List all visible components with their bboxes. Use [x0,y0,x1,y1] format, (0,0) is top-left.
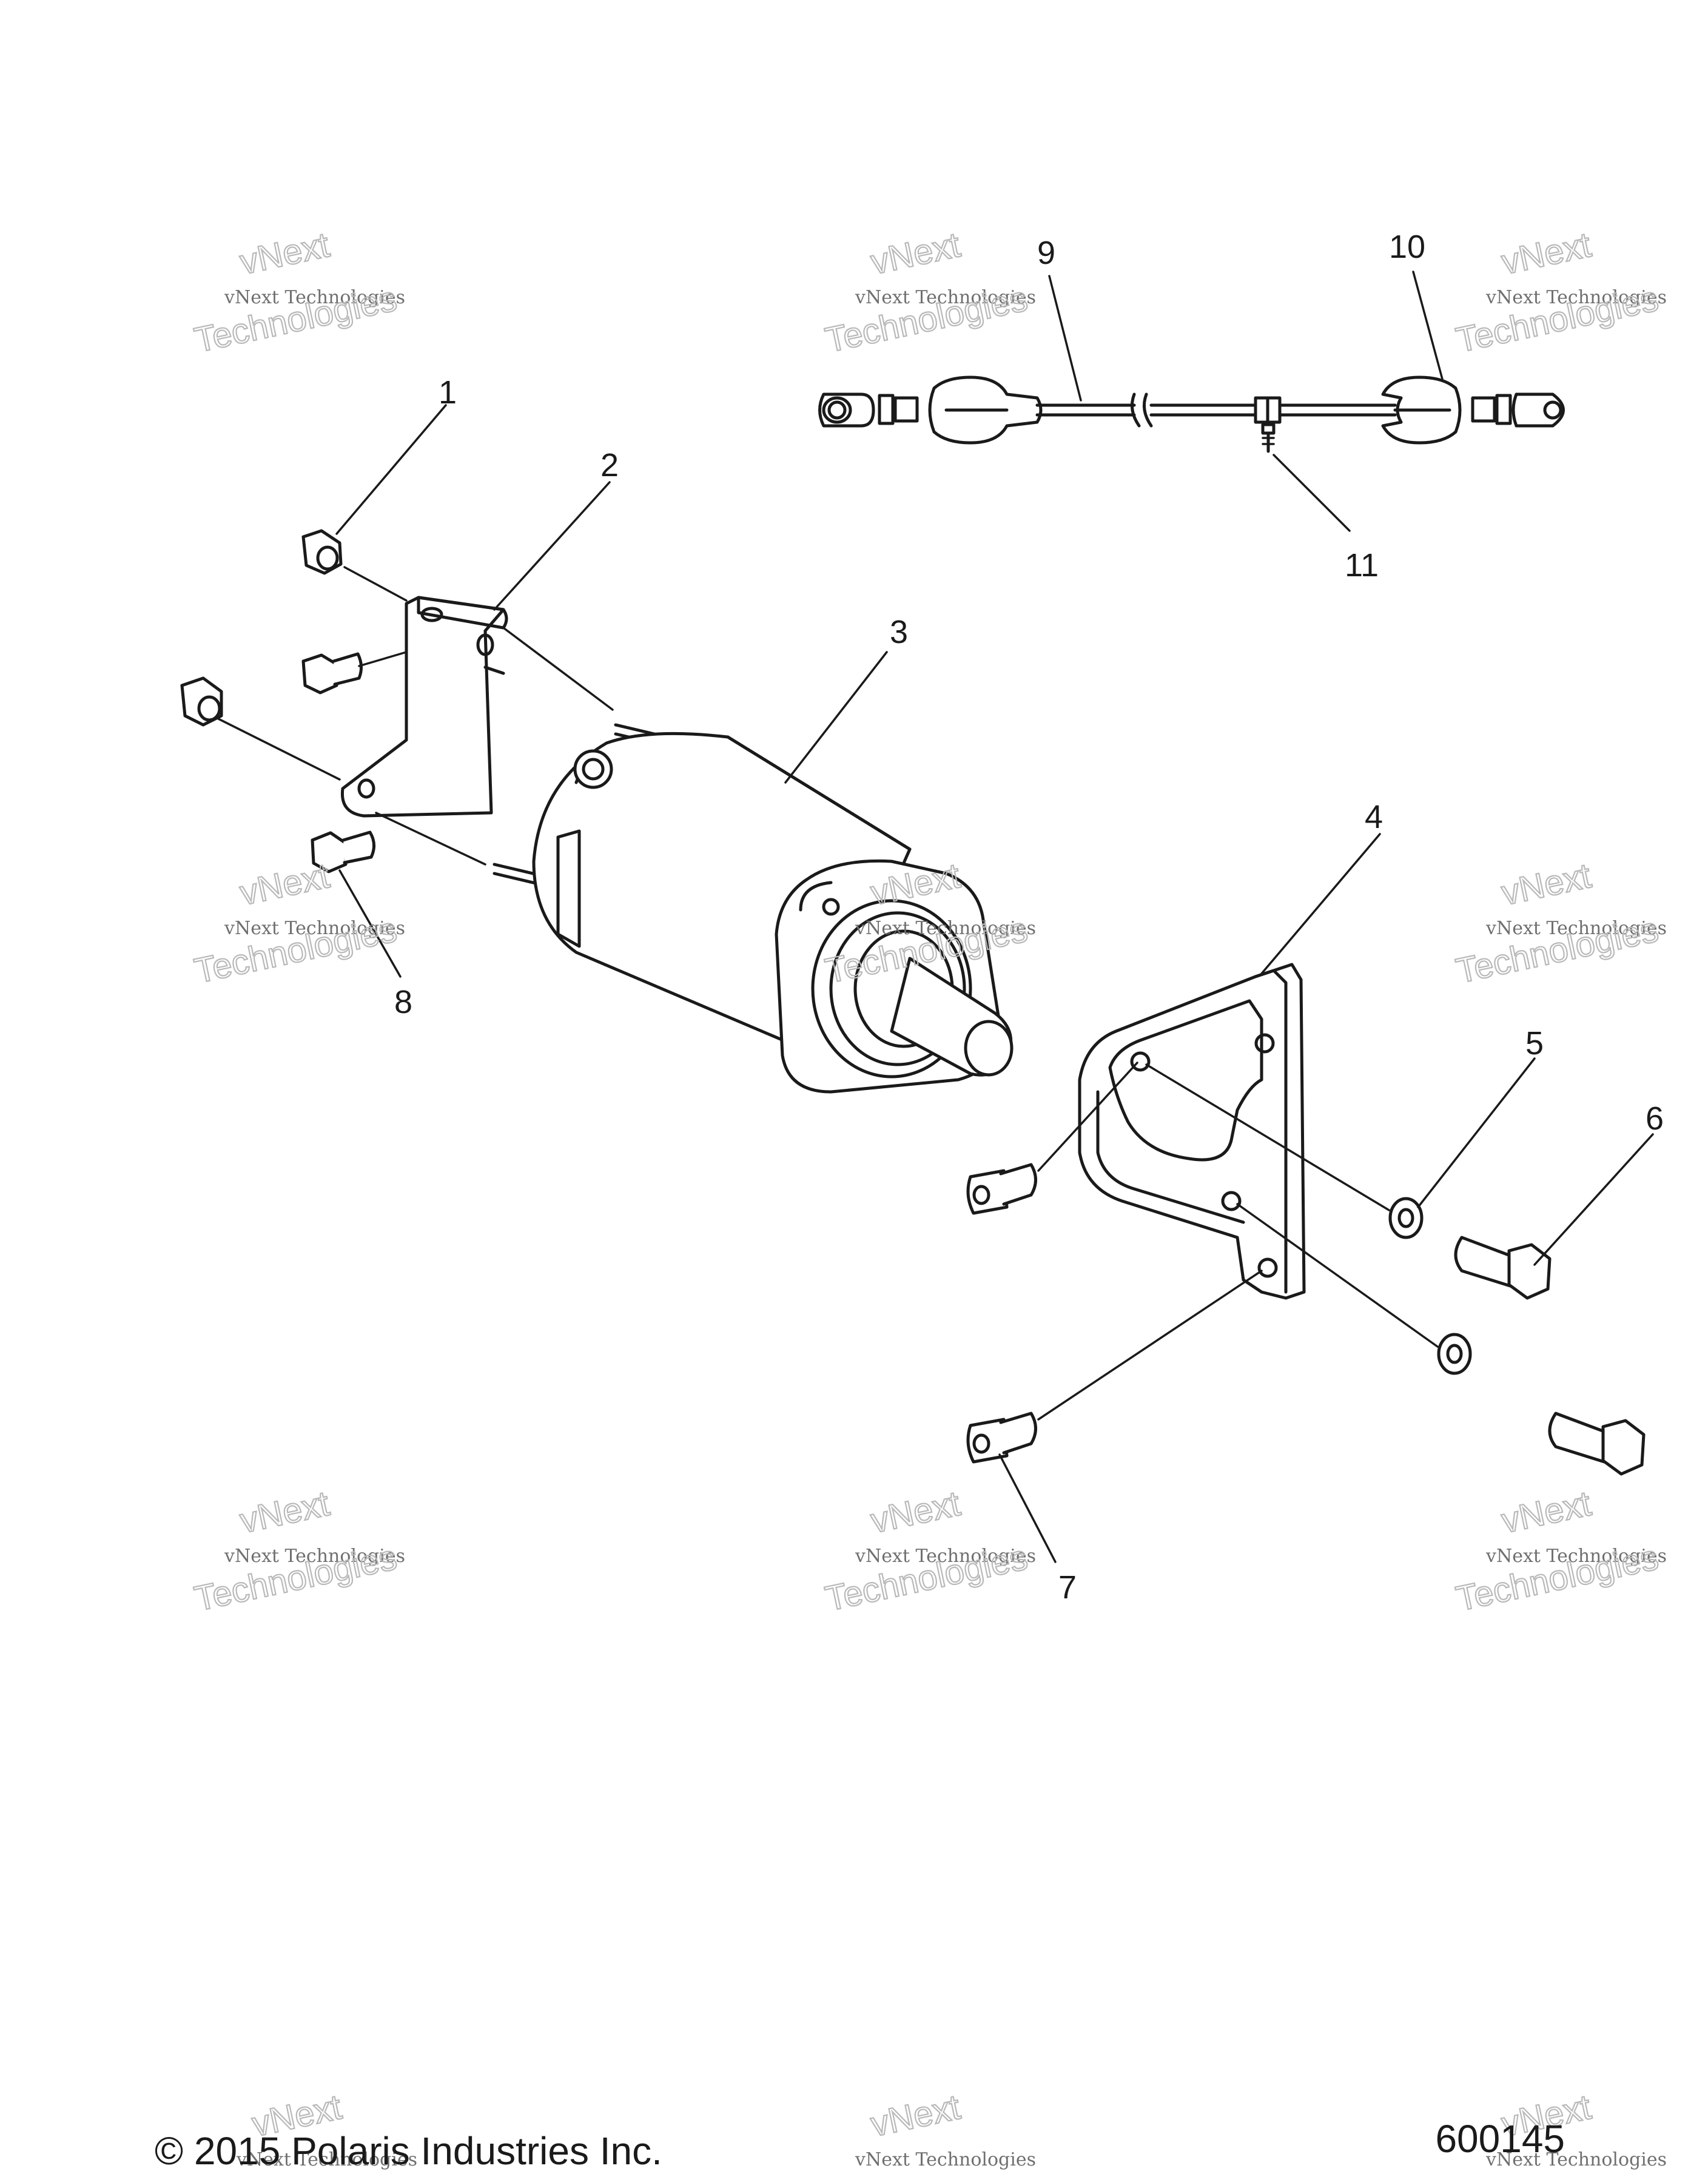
watermark-2: vNext vNext Technologies Technologies [821,224,1036,361]
leader-lines [335,271,1654,1563]
rear-bracket [340,596,508,818]
figure-number: 600145 [1435,2117,1565,2161]
callout-3: 3 [890,614,908,650]
callout-2: 2 [600,447,619,483]
watermark-11: vNext vNext Technologies [855,2087,1036,2170]
svg-text:vNext Technologies: vNext Technologies [855,1546,1036,1567]
callout-4: 4 [1365,799,1383,835]
svg-text:vNext Technologies: vNext Technologies [855,2149,1036,2170]
svg-text:vNext Technologies: vNext Technologies [224,1546,405,1567]
watermark-8: vNext vNext Technologies Technologies [821,1483,1036,1620]
svg-text:vNext Technologies: vNext Technologies [1485,2149,1667,2170]
svg-text:vNext: vNext [1498,225,1595,282]
svg-text:vNext Technologies: vNext Technologies [224,287,405,308]
svg-text:vNext: vNext [867,1484,964,1541]
callout-11: 11 [1345,547,1379,584]
watermark-3: vNext vNext Technologies Technologies [1452,224,1667,361]
svg-text:vNext: vNext [867,2087,964,2144]
svg-text:vNext: vNext [237,225,333,282]
callout-9: 9 [1037,235,1055,271]
svg-text:vNext: vNext [867,225,964,282]
svg-text:vNext: vNext [1498,1484,1595,1541]
svg-text:vNext: vNext [237,856,333,913]
svg-text:vNext Technologies: vNext Technologies [236,2149,417,2170]
callout-7: 7 [1058,1569,1077,1606]
watermark-7: vNext vNext Technologies Technologies [190,1483,405,1620]
svg-text:vNext Technologies: vNext Technologies [855,287,1036,308]
watermarks: vNext vNext Technologies Technologies vN… [190,224,1667,2170]
starter-motor [493,723,1014,1094]
battery-cable [818,375,1565,453]
watermark-9: vNext vNext Technologies Technologies [1452,1483,1667,1620]
right-fasteners [966,1062,1646,1476]
svg-text:vNext: vNext [1498,856,1595,913]
callout-labels: 1 2 3 4 5 6 7 8 9 10 11 [394,229,1664,1606]
svg-text:vNext Technologies: vNext Technologies [1485,918,1667,939]
watermark-5: vNext vNext Technologies Technologies [821,855,1036,992]
svg-text:vNext Technologies: vNext Technologies [1485,1546,1667,1567]
svg-text:vNext Technologies: vNext Technologies [855,918,1036,939]
watermark-1: vNext vNext Technologies Technologies [190,224,405,361]
callout-1: 1 [439,374,457,411]
watermark-6: vNext vNext Technologies Technologies [1452,855,1667,992]
left-fasteners [180,529,614,873]
callout-6: 6 [1646,1100,1664,1137]
svg-text:vNext: vNext [237,1484,333,1541]
svg-text:vNext Technologies: vNext Technologies [1485,287,1667,308]
front-bracket [1078,963,1306,1300]
callout-8: 8 [394,984,412,1020]
callout-10: 10 [1389,229,1425,265]
svg-text:vNext Technologies: vNext Technologies [224,918,405,939]
watermark-4: vNext vNext Technologies Technologies [190,855,405,992]
copyright-text: © 2015 Polaris Industries Inc. [155,2129,662,2173]
callout-5: 5 [1525,1025,1544,1062]
